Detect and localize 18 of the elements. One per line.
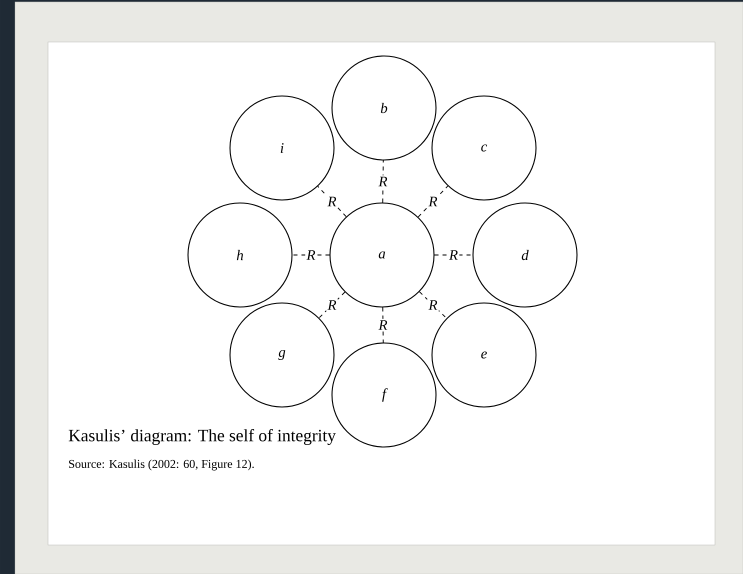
edge-label: R bbox=[377, 175, 389, 188]
edge-label: R bbox=[448, 248, 460, 262]
dashed-line bbox=[382, 160, 384, 203]
dashed-line bbox=[434, 254, 473, 256]
dashed-line bbox=[419, 291, 447, 319]
edge-label: R bbox=[305, 248, 317, 262]
dashed-line bbox=[418, 186, 448, 218]
edge-label: R bbox=[326, 195, 338, 208]
caption: Kasulis’ diagram: The self of integrity bbox=[68, 429, 336, 445]
source-note: Source: Kasulis (2002: 60, Figure 12). bbox=[69, 460, 254, 470]
dashed-line bbox=[382, 307, 384, 343]
dashed-line bbox=[318, 292, 346, 318]
edge-label: R bbox=[427, 298, 439, 312]
edge-label: R bbox=[377, 318, 389, 332]
edge-label: R bbox=[427, 195, 439, 208]
edge-label: R bbox=[326, 298, 338, 312]
dashed-line bbox=[317, 186, 347, 218]
dashed-line bbox=[292, 254, 330, 256]
